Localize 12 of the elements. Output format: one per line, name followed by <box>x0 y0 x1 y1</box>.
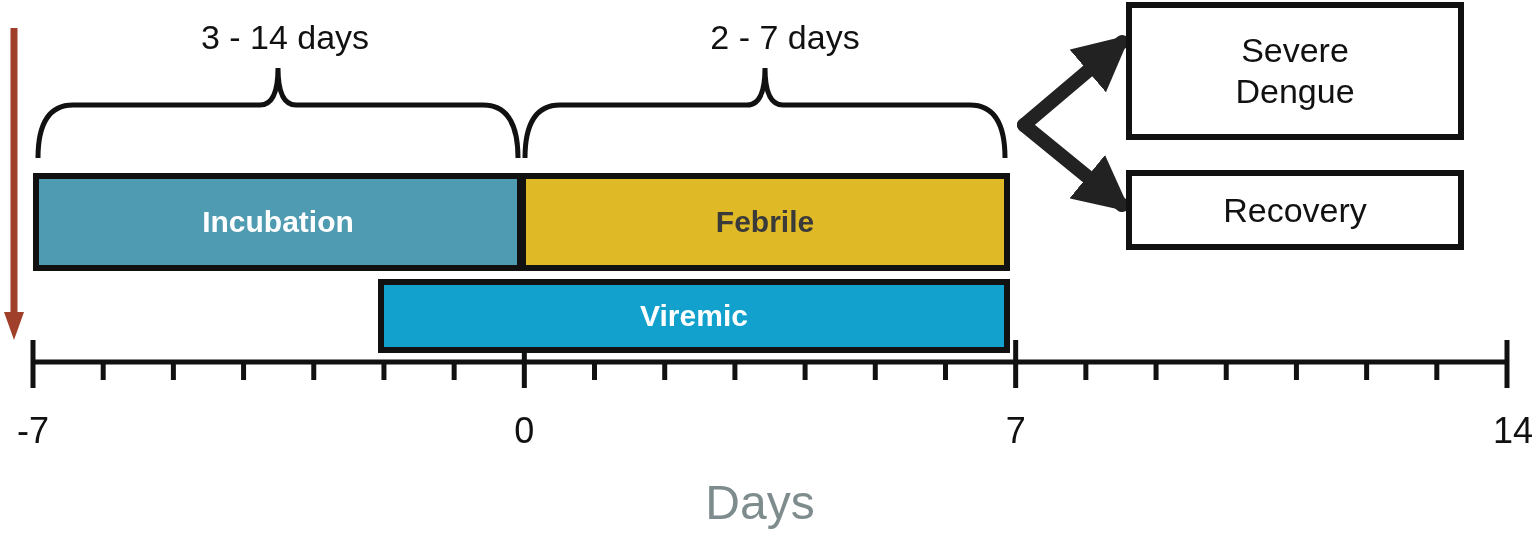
duration-label: 3 - 14 days <box>200 18 370 57</box>
axis-tick-label: 14 <box>1492 410 1533 452</box>
duration-label: 2 - 7 days <box>710 18 860 57</box>
outcome-box: Recovery <box>1126 170 1464 250</box>
axis-tick-label: 7 <box>1005 410 1026 452</box>
outcome-box: Severe Dengue <box>1126 2 1464 140</box>
phase-bar: Viremic <box>378 279 1010 353</box>
axis-tick-label: -7 <box>17 410 49 452</box>
phase-bar: Febrile <box>520 173 1010 271</box>
axis-tick-label: 0 <box>514 410 535 452</box>
phase-bar: Incubation <box>33 173 523 271</box>
axis-title: Days <box>705 475 815 530</box>
